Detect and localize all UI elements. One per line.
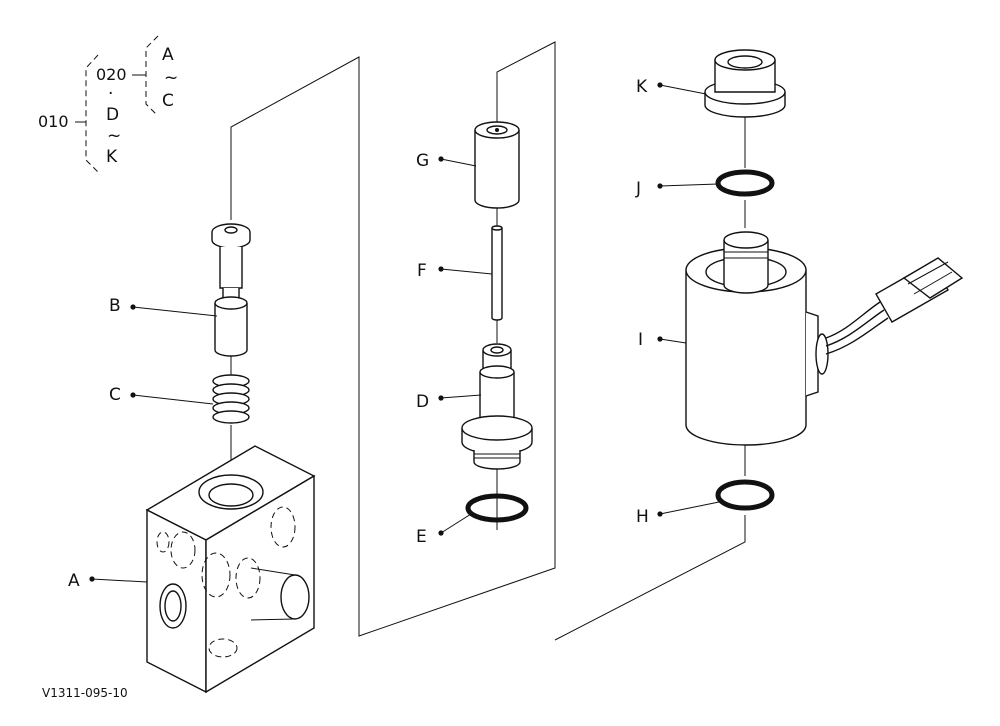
label-j: J: [635, 179, 641, 199]
label-g: G: [416, 151, 429, 171]
sleeve: [474, 121, 520, 209]
label-f: F: [417, 261, 427, 281]
tree-root-code: 010: [38, 112, 69, 131]
tree-range-d-tilde: ~: [107, 126, 121, 146]
label-b: B: [109, 296, 121, 316]
valve-body-block: [145, 445, 316, 694]
tree-child-code: 020: [96, 65, 127, 84]
guide: [461, 343, 533, 470]
tree-range-a-end: C: [162, 91, 174, 111]
spool: [211, 223, 251, 357]
label-h: H: [636, 507, 649, 527]
label-k: K: [636, 77, 648, 97]
tree-range-a-start: A: [162, 45, 174, 65]
label-c: C: [109, 385, 121, 405]
callouts: A B C D E F G H I J K: [68, 77, 720, 591]
o-ring-h: [715, 479, 775, 511]
drawing-code: V1311-095-10: [42, 686, 128, 700]
label-d: D: [416, 392, 429, 412]
label-i: I: [638, 330, 643, 350]
parts-tree: 010 020 A ~ C · D ~ K: [38, 35, 178, 173]
o-ring-e: [465, 493, 529, 523]
tree-range-d-end: K: [106, 147, 118, 167]
solenoid-coil: [685, 231, 964, 446]
label-a: A: [68, 571, 80, 591]
tree-range-a-tilde: ~: [164, 68, 178, 88]
o-ring-j: [715, 169, 775, 197]
spring: [212, 374, 250, 424]
pin: [491, 225, 503, 321]
label-e: E: [416, 527, 427, 547]
tree-dot: ·: [108, 84, 113, 104]
nut: [704, 49, 786, 118]
tree-range-d-start: D: [106, 105, 119, 125]
